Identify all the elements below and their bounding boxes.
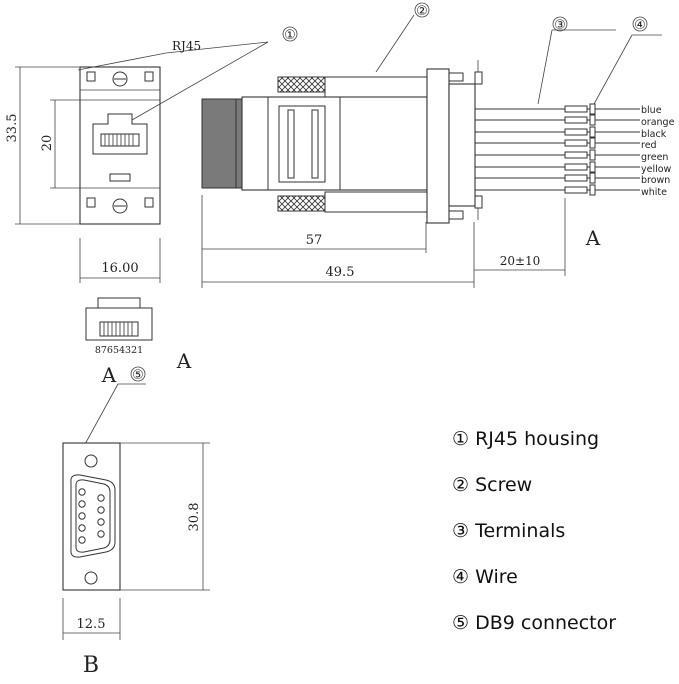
callout-4: ④ (634, 18, 646, 33)
wire-label-white: white (641, 187, 667, 198)
wire-label-blue: blue (641, 105, 662, 116)
view-label-a-right: A (585, 226, 601, 250)
dim-height-outer: 33.5 (5, 114, 20, 143)
legend-text-1: RJ45 housing (475, 428, 600, 450)
callout-1: ① (284, 28, 296, 43)
legend-text-5: DB9 connector (475, 612, 617, 634)
top-screw (112, 71, 128, 87)
legend-num-1: ① (452, 428, 470, 450)
legend-num-3: ③ (452, 520, 470, 542)
wire-label-green: green (641, 152, 668, 163)
callout-1-circle (282, 26, 298, 42)
legend-item-5: ⑤ DB9 connector (452, 612, 616, 634)
view-label-a-left: A (176, 349, 192, 373)
callout-2: ② (416, 4, 428, 19)
dim-db9-width: 12.5 (77, 617, 106, 632)
pin-numbers: 87654321 (95, 345, 143, 356)
housing-body (241, 96, 428, 191)
bottom-screw (112, 198, 128, 214)
mount-hole-top (84, 454, 98, 468)
pin-view: 87654321 A (85, 297, 192, 373)
mount-hole-bottom (84, 571, 98, 585)
legend-item-1: ① RJ45 housing (452, 428, 599, 450)
dim-height-inner: 20 (40, 135, 55, 152)
dim-db9-height: 30.8 (187, 503, 202, 532)
legend-num-4: ④ (452, 566, 470, 588)
callout-3: ③ (554, 18, 566, 33)
wire-label-orange: orange (641, 117, 675, 128)
db9-plate (62, 442, 121, 591)
legend-text-2: Screw (475, 474, 533, 496)
side-view: blue orange black red green yellow brown… (201, 2, 675, 288)
legend-num-2: ② (452, 474, 470, 496)
wire-label-red: red (641, 140, 657, 151)
wire-label-black: black (641, 129, 667, 140)
front-view: RJ45 33.5 20 16.00 (5, 39, 269, 283)
wire-label-yellow: yellow (641, 164, 672, 175)
upper-screw-thread (277, 76, 326, 93)
flange (426, 68, 450, 224)
legend-item-3: ③ Terminals (452, 520, 565, 542)
legend-item-4: ④ Wire (452, 566, 518, 588)
rj45-plug (85, 297, 153, 341)
dim-wire-length: 20±10 (500, 254, 541, 268)
legend-num-5: ⑤ (452, 612, 470, 634)
legend-item-2: ② Screw (452, 474, 532, 496)
db9-back (448, 83, 476, 207)
dim-width: 16.00 (101, 261, 138, 276)
legend-text-3: Terminals (475, 520, 566, 542)
wire-label-brown: brown (641, 175, 670, 186)
callout-5: ⑤ (132, 368, 144, 383)
rj45-port (92, 113, 148, 155)
db9-marker-a: A (101, 363, 117, 387)
view-label-b: B (83, 653, 99, 678)
legend-text-4: Wire (475, 566, 518, 588)
rj45-housing-cap (201, 98, 243, 189)
dim-57: 57 (306, 233, 323, 248)
d-shell (75, 479, 111, 553)
lower-screw-thread (277, 195, 326, 212)
dim-49-5: 49.5 (326, 265, 355, 280)
db9-view: A ⑤ 30.8 12.5 B (62, 363, 210, 678)
rj45-label: RJ45 (172, 39, 201, 53)
